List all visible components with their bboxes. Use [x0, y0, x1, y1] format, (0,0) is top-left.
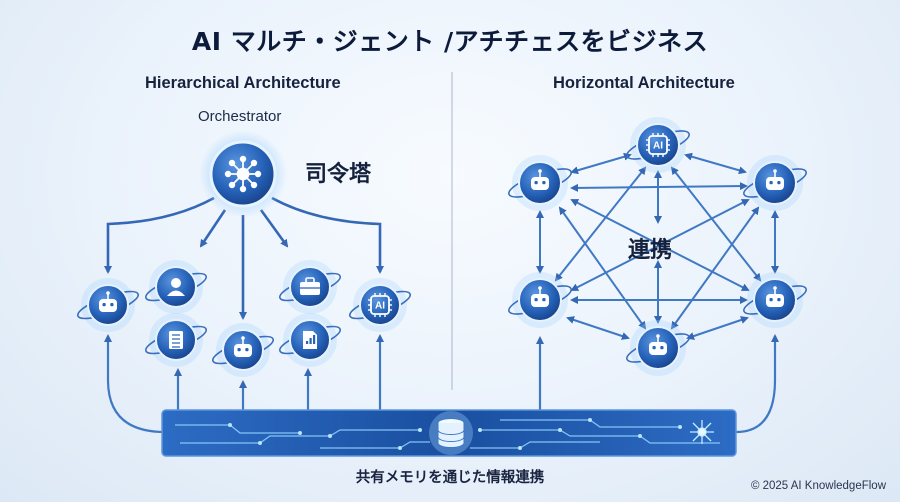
briefcase-agent-icon	[278, 260, 342, 314]
network-node-icon	[690, 420, 714, 444]
document-agent-icon	[144, 313, 208, 367]
horizontal-subtitle: Horizontal Architecture	[553, 74, 735, 92]
up-arrow-node-right	[735, 334, 779, 434]
user-agent-icon	[144, 260, 208, 314]
memory-up-arrows-left	[104, 334, 384, 434]
left-agent-nodes: AI	[76, 260, 412, 377]
orchestrator-node	[199, 130, 287, 218]
arrow-to-agent-7	[271, 196, 384, 274]
data-file-agent-icon	[278, 313, 342, 367]
page-title: AI マルチ・ジェント /アチチェスをビジネス	[191, 27, 709, 56]
memory-up-arrows-right	[536, 334, 779, 434]
up-arrow-agent-1	[104, 334, 166, 434]
robot-icon	[508, 155, 572, 211]
robot-agent-icon	[76, 278, 140, 332]
shared-memory-label: 共有メモリを通じた情報連携	[355, 470, 545, 486]
orchestrator-caption: 司令塔	[305, 162, 372, 187]
robot-icon	[626, 320, 690, 376]
svg-text:AI: AI	[375, 301, 385, 312]
robot-icon	[743, 272, 807, 328]
collaboration-caption: 連携	[628, 238, 673, 263]
ai-chip-agent-icon: AI	[348, 278, 412, 332]
arrow-to-agent-1	[104, 196, 215, 274]
robot-icon	[743, 155, 807, 211]
robot-icon	[508, 272, 572, 328]
orchestrator-arrows	[104, 196, 384, 320]
robot-agent-icon	[211, 323, 275, 377]
arrow-to-agent-2	[199, 209, 227, 248]
svg-text:AI: AI	[653, 141, 663, 152]
right-mesh-nodes: AI	[508, 117, 807, 376]
ai-chip-icon: AI	[626, 117, 690, 173]
arrow-to-agent-5	[259, 209, 289, 248]
hierarchical-subtitle: Hierarchical Architecture	[145, 74, 341, 92]
mesh-links	[536, 152, 779, 340]
network-hub-icon	[224, 155, 262, 193]
database-icon	[429, 411, 473, 455]
copyright-text: © 2025 AI KnowledgeFlow	[750, 480, 886, 492]
orchestrator-label: Orchestrator	[198, 108, 282, 125]
shared-memory-bus	[161, 409, 737, 457]
